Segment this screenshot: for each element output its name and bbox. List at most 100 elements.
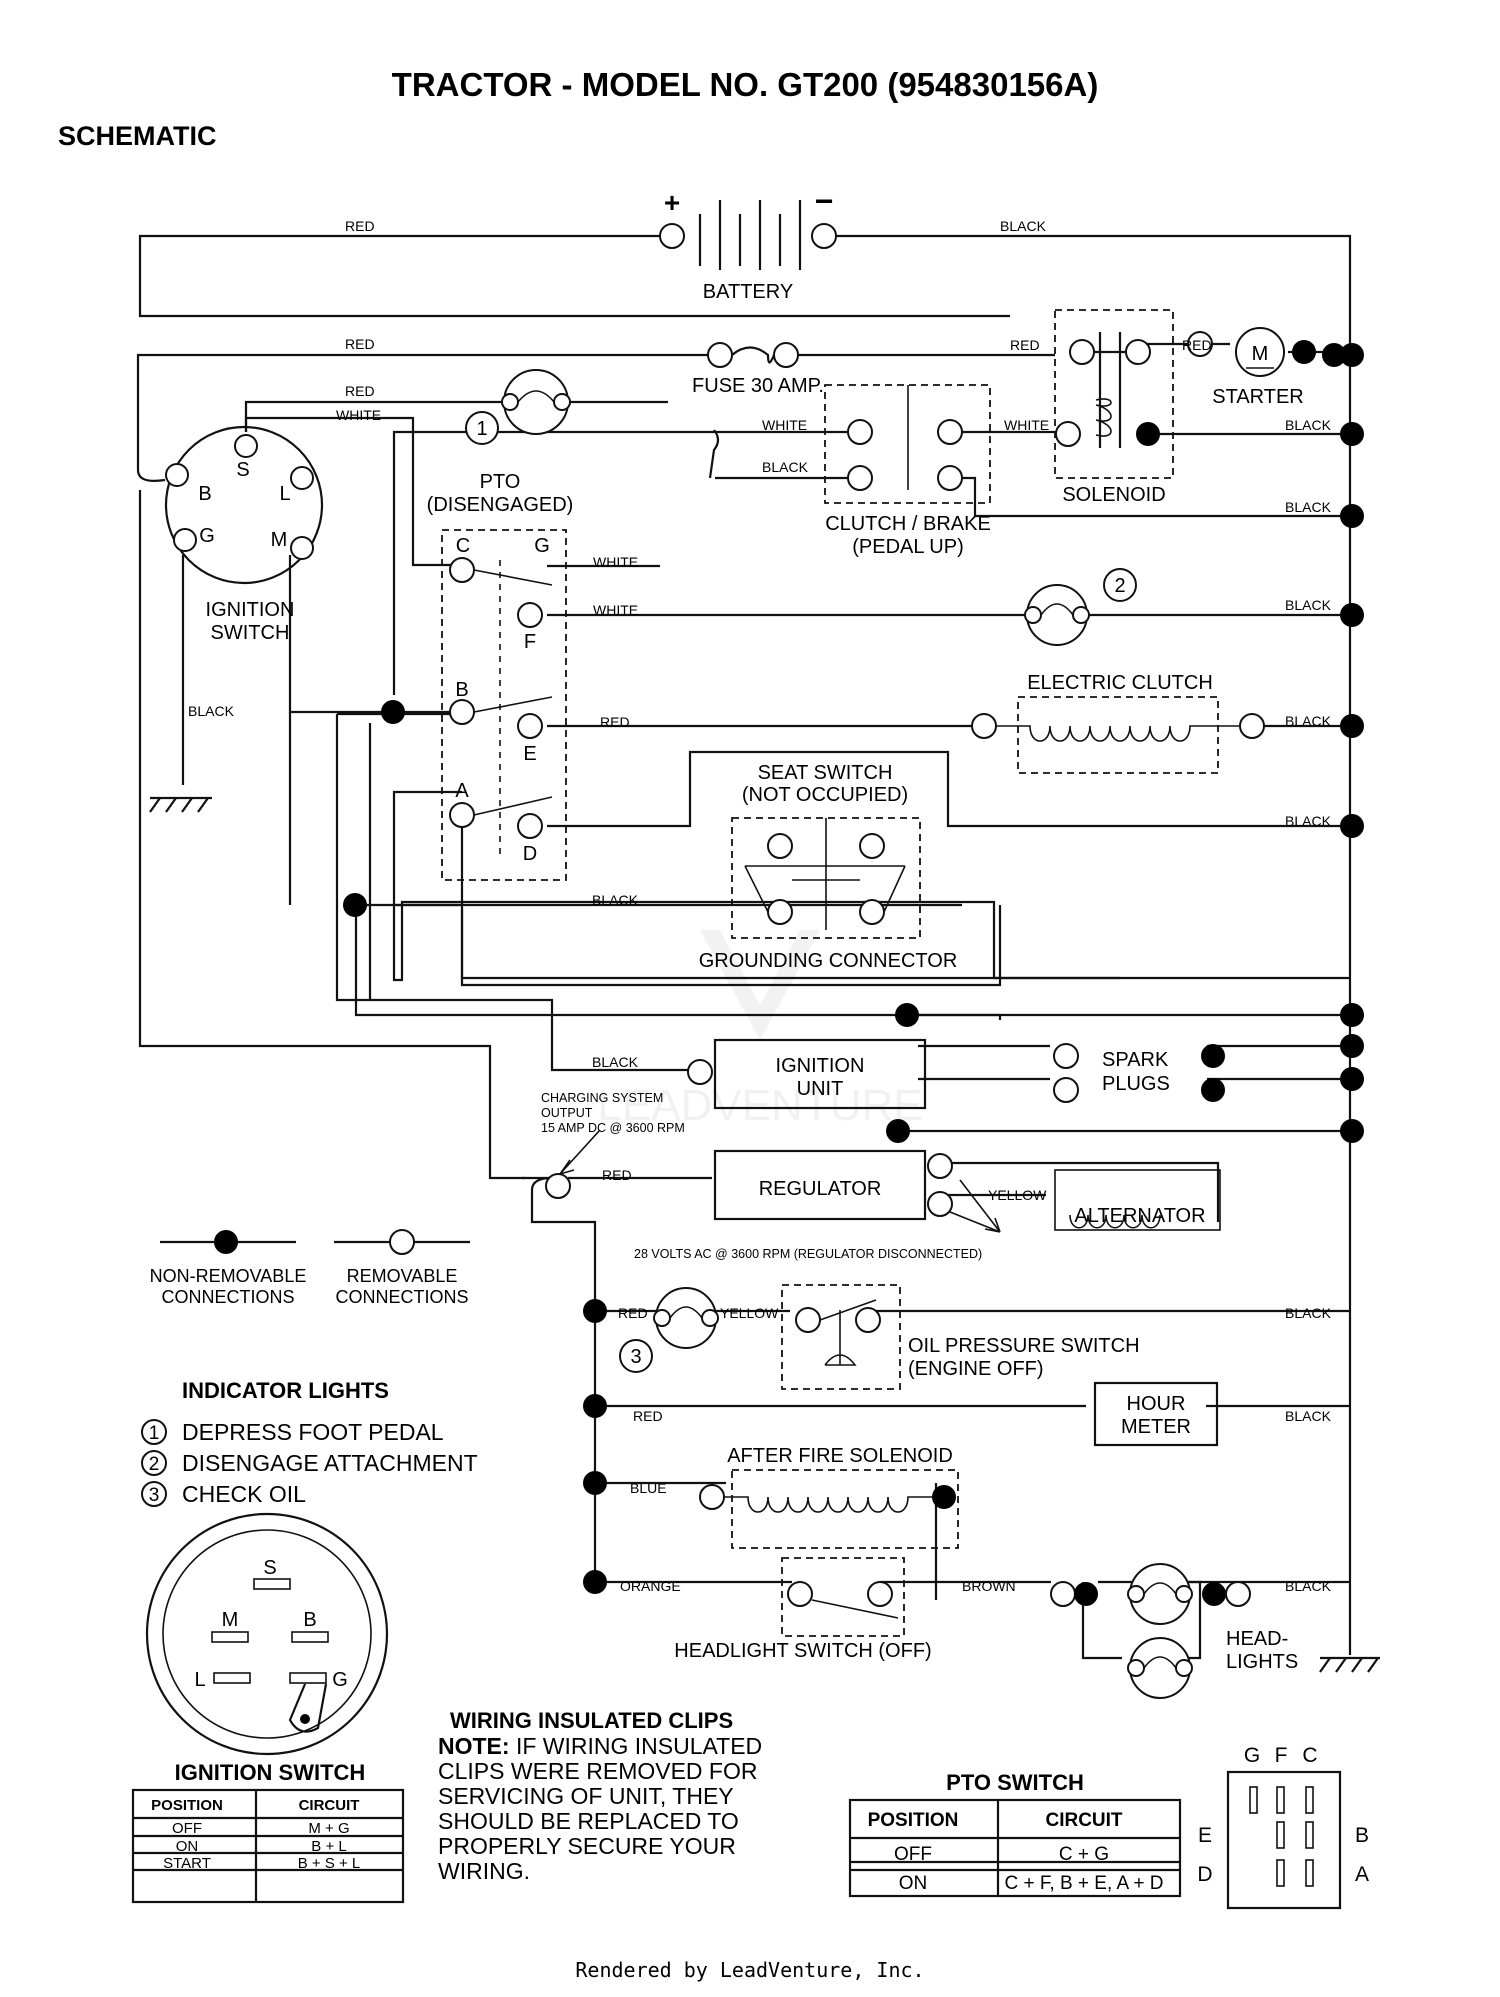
indicator-lights-title: INDICATOR LIGHTS — [182, 1378, 389, 1403]
hour-meter-label: HOUR — [1127, 1393, 1186, 1415]
ignition-unit-label: IGNITION — [776, 1055, 865, 1077]
starter: M STARTER — [1187, 327, 1316, 408]
legend-removable: REMOVABLE — [347, 1266, 458, 1286]
wire-label-white: WHITE — [762, 417, 807, 433]
ignition-table-cell: OFF — [172, 1820, 202, 1837]
wire-labels: RED BLACK RED RED WHITE RED RED WHITE WH… — [188, 218, 1332, 1594]
pto-table-cell: C + G — [1059, 1844, 1109, 1865]
wire-label-orange: ORANGE — [620, 1578, 681, 1594]
battery-negative: − — [815, 183, 834, 219]
ignition-switch-face: S M B L G — [145, 1512, 389, 1756]
headlight-switch: HEADLIGHT SWITCH (OFF) — [674, 1557, 932, 1662]
indicator-item-num: 3 — [149, 1485, 160, 1506]
ignition-unit-label-2: UNIT — [797, 1078, 844, 1100]
pto-switch-face: G F C E D B A — [1197, 1744, 1369, 1910]
wire-label-black: BLACK — [1285, 813, 1332, 829]
ignition-table-header: POSITION — [151, 1797, 223, 1814]
pto-switch: PTO (DISENGAGED) C G F B E A D — [427, 471, 573, 881]
ignition-unit: IGNITION UNIT SPARK PLUGS — [687, 1038, 1225, 1110]
wire-label-brown: BROWN — [962, 1578, 1016, 1594]
wire-label-white: WHITE — [593, 602, 638, 618]
connection-dots — [343, 343, 1364, 1594]
face-terminal-g: G — [332, 1669, 348, 1691]
wire-label-red: RED — [602, 1167, 632, 1183]
regulator-label: REGULATOR — [759, 1178, 882, 1200]
solenoid-label: SOLENOID — [1062, 484, 1165, 506]
pto-table-cell: OFF — [894, 1844, 932, 1865]
pto-terminal-b: B — [455, 679, 468, 701]
solenoid: SOLENOID — [1054, 309, 1174, 506]
oil-pressure-state: (ENGINE OFF) — [908, 1358, 1044, 1380]
alternator: ALTERNATOR — [1054, 1169, 1221, 1231]
ignition-terminal-g: G — [199, 525, 215, 547]
wire-label-red: RED — [600, 714, 630, 730]
face-terminal-b: B — [303, 1609, 316, 1631]
after-fire-label: AFTER FIRE SOLENOID — [727, 1445, 953, 1467]
callout-2: 2 — [1114, 575, 1125, 597]
hour-meter-label-2: METER — [1121, 1416, 1191, 1438]
ignition-table-cell: START — [163, 1855, 211, 1872]
indicator-item-text: CHECK OIL — [182, 1481, 306, 1507]
starter-motor-symbol: M — [1252, 343, 1269, 365]
ignition-terminal-b: B — [198, 483, 211, 505]
clips-note-line-1: NOTE: IF WIRING INSULATED — [438, 1733, 762, 1759]
hour-meter: HOUR METER — [1093, 1381, 1219, 1447]
electric-clutch-label: ELECTRIC CLUTCH — [1027, 672, 1213, 694]
wire-label-yellow: YELLOW — [988, 1187, 1047, 1203]
oil-pressure-switch: OIL PRESSURE SWITCH (ENGINE OFF) — [781, 1284, 1140, 1390]
ignition-terminal-m: M — [271, 529, 288, 551]
wire-label-black: BLACK — [592, 892, 639, 908]
ignition-switch-label-2: SWITCH — [211, 622, 290, 644]
wire-label-red: RED — [345, 336, 375, 352]
fuse-label: FUSE 30 AMP. — [692, 375, 824, 397]
clips-note-line-3: SERVICING OF UNIT, THEY — [438, 1783, 734, 1809]
ignition-table-title: IGNITION SWITCH — [175, 1760, 366, 1785]
wire-label-black: BLACK — [592, 1054, 639, 1070]
wires — [136, 234, 1352, 1660]
battery: + − BATTERY — [659, 183, 837, 303]
oil-pressure-label: OIL PRESSURE SWITCH — [908, 1335, 1140, 1357]
clips-note: WIRING INSULATED CLIPS NOTE: IF WIRING I… — [438, 1708, 762, 1884]
wire-label-black: BLACK — [1285, 499, 1332, 515]
seat-switch: SEAT SWITCH (NOT OCCUPIED) GROUNDING CON… — [699, 762, 958, 972]
clips-note-line-5: PROPERLY SECURE YOUR — [438, 1833, 736, 1859]
wire-label-black: BLACK — [1285, 417, 1332, 433]
ground-icon — [149, 796, 1380, 1673]
ac-note: 28 VOLTS AC @ 3600 RPM (REGULATOR DISCON… — [634, 1247, 982, 1261]
indicator-lights-legend: INDICATOR LIGHTS 1 DEPRESS FOOT PEDAL 2 … — [141, 1378, 478, 1507]
face-terminal-m: M — [222, 1609, 239, 1631]
watermark: LEADVENTURE — [597, 930, 923, 1130]
charging-note-3: 15 AMP DC @ 3600 RPM — [541, 1121, 685, 1135]
wire-label-yellow: YELLOW — [720, 1305, 779, 1321]
clutch-brake-label: CLUTCH / BRAKE — [825, 513, 991, 535]
wire-label-red: RED — [345, 383, 375, 399]
wire-label-black: BLACK — [1285, 713, 1332, 729]
ignition-switch-label: IGNITION — [206, 599, 295, 621]
watermark-text: LEADVENTURE — [597, 1081, 922, 1130]
callout-3: 3 — [630, 1346, 641, 1368]
wire-label-black: BLACK — [762, 459, 809, 475]
page-title: TRACTOR - MODEL NO. GT200 (954830156A) — [392, 66, 1099, 103]
clips-note-line-4: SHOULD BE REPLACED TO — [438, 1808, 739, 1834]
indicator-lamp-3: 3 — [619, 1287, 719, 1373]
pto-terminal-g: G — [534, 535, 550, 557]
starter-label: STARTER — [1212, 386, 1304, 408]
electric-clutch: ELECTRIC CLUTCH — [971, 672, 1265, 774]
pto-face-right: A — [1355, 1863, 1369, 1886]
wire-label-red: RED — [1182, 337, 1212, 353]
clips-note-title: WIRING INSULATED CLIPS — [450, 1708, 733, 1733]
indicator-item-text: DEPRESS FOOT PEDAL — [182, 1419, 444, 1445]
clips-note-line-2: CLIPS WERE REMOVED FOR — [438, 1758, 757, 1784]
wire-label-red: RED — [633, 1408, 663, 1424]
face-terminal-s: S — [263, 1557, 276, 1579]
pto-face-left: D — [1197, 1863, 1212, 1886]
charging-note-1: CHARGING SYSTEM — [541, 1091, 663, 1105]
headlight-switch-label: HEADLIGHT SWITCH (OFF) — [674, 1640, 931, 1662]
charging-note-2: OUTPUT — [541, 1106, 593, 1120]
wire-label-red: RED — [345, 218, 375, 234]
pto-table-cell: ON — [899, 1873, 928, 1894]
seat-switch-label: SEAT SWITCH — [758, 762, 893, 784]
battery-positive: + — [664, 187, 680, 218]
fuse: FUSE 30 AMP. — [692, 342, 824, 397]
